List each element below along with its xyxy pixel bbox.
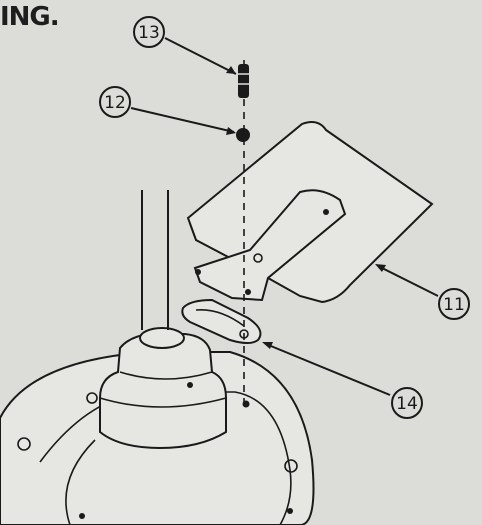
- callout-circle: [99, 86, 131, 118]
- arrow-head-icon: [226, 66, 236, 74]
- hub-dot: [187, 382, 193, 388]
- callout-label: 14: [396, 394, 418, 414]
- callout-13: 13: [133, 16, 237, 75]
- callout-label: 11: [443, 295, 465, 315]
- callout-circle: [133, 16, 165, 48]
- callout-12: 12: [99, 86, 236, 135]
- arrow-head-icon: [226, 127, 236, 135]
- drive-shaft: [141, 190, 169, 330]
- base-screw-hole: [17, 437, 31, 451]
- mounting-bracket: [193, 189, 347, 302]
- bracket-dot: [195, 269, 201, 275]
- screw: [238, 64, 249, 98]
- base-screw-hole: [86, 392, 98, 404]
- callout-circle: [391, 387, 423, 419]
- axis-end-dot: [242, 400, 250, 408]
- washer: [181, 298, 262, 344]
- nut: [236, 128, 250, 142]
- base-dot: [79, 513, 85, 519]
- motor-hub: [99, 327, 227, 450]
- base-dot: [287, 508, 293, 514]
- callout-label: 12: [104, 93, 126, 113]
- callout-11: 11: [375, 264, 470, 320]
- bracket-dot: [323, 209, 329, 215]
- callout-label: 13: [138, 23, 160, 43]
- section-heading: ING.: [0, 2, 60, 32]
- bracket-dot: [245, 289, 251, 295]
- callout-14: 14: [262, 342, 423, 419]
- base-screw-hole: [284, 459, 298, 473]
- callout-circle: [438, 288, 470, 320]
- arrow-head-icon: [262, 342, 273, 349]
- arrow-head-icon: [375, 264, 386, 272]
